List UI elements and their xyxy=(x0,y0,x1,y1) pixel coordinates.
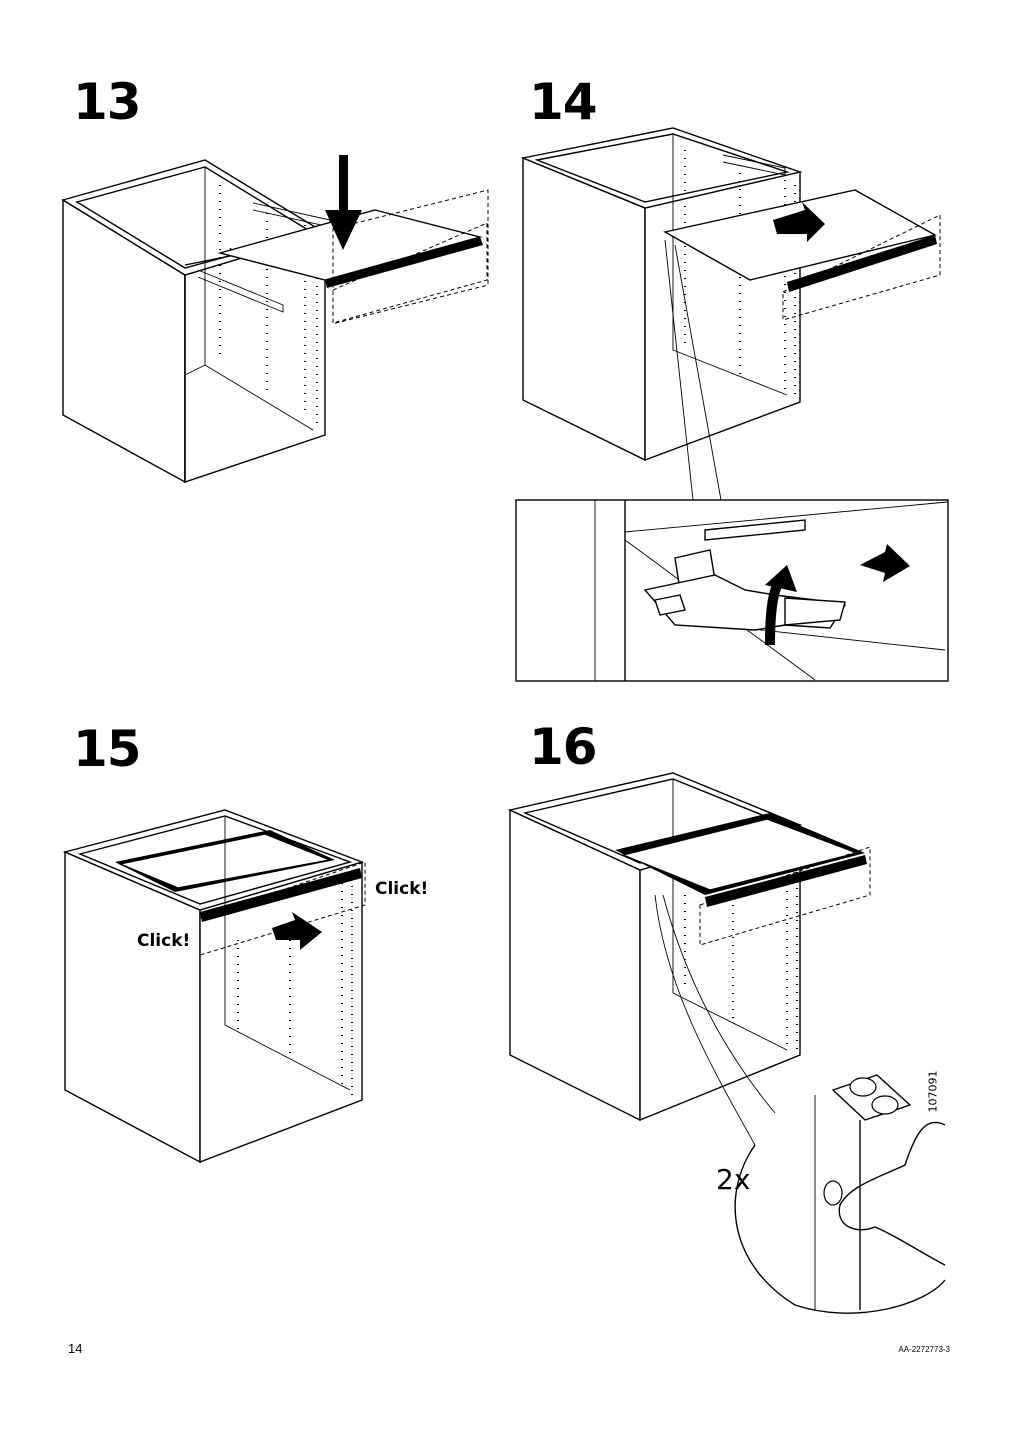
step-14-number: 14 xyxy=(529,73,598,131)
step-15-illustration xyxy=(60,800,440,1170)
step-16-number: 16 xyxy=(529,718,598,776)
step-13-illustration xyxy=(55,145,505,495)
step-16-illustration xyxy=(505,765,955,1315)
page-number: 14 xyxy=(68,1341,83,1356)
quantity-label: 2x xyxy=(716,1163,751,1196)
step-14-illustration xyxy=(515,120,955,685)
step-15-number: 15 xyxy=(73,720,142,778)
step-13-number: 13 xyxy=(73,73,142,131)
document-code: AA-2272773-3 xyxy=(898,1345,950,1354)
click-label-left: Click! xyxy=(137,931,191,951)
click-label-right: Click! xyxy=(375,879,429,899)
article-number: 107091 xyxy=(926,1070,940,1113)
